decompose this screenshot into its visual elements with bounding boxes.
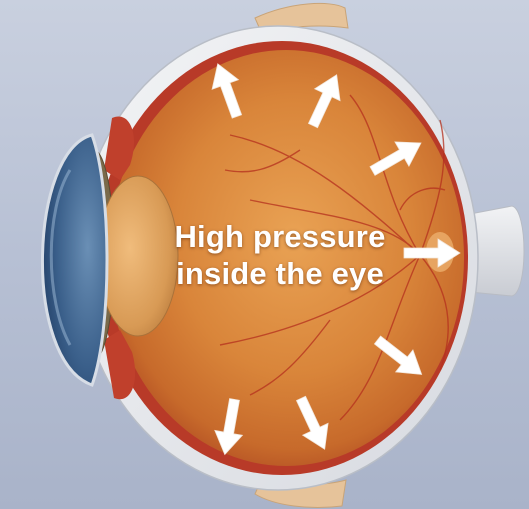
pressure-caption: High pressure inside the eye xyxy=(150,218,410,292)
caption-line-2: inside the eye xyxy=(150,255,410,292)
caption-line-1: High pressure xyxy=(150,218,410,255)
